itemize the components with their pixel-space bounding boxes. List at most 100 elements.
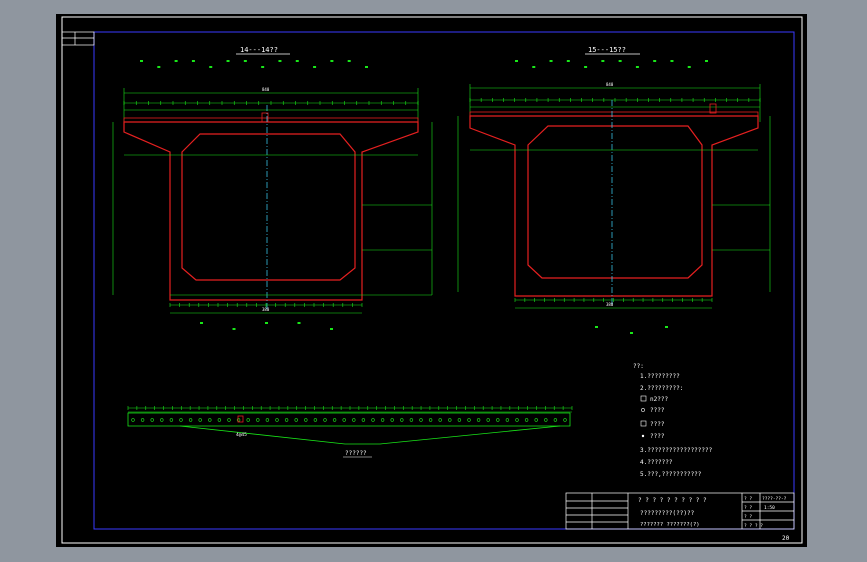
note-symbol-box: [640, 395, 647, 402]
date-label: ? ?: [744, 514, 752, 520]
tendon-hole: [553, 418, 558, 422]
tendon-hole: [188, 418, 193, 422]
left-dots-row-1: [140, 60, 368, 68]
tendon-hole: [400, 418, 404, 422]
note-line-1: 1.?????????: [640, 373, 680, 380]
tendon-hole: [390, 418, 394, 422]
tendon-hole: [524, 418, 529, 422]
right-girder-outline: [469, 115, 759, 297]
right-section-group: 15---15?? 840 380: [457, 46, 771, 334]
drawing-no-value: ????-??-?: [762, 496, 787, 502]
left-top-ticks: [123, 101, 419, 105]
plan-tendon-holes: [131, 418, 567, 422]
sheet-number: 20: [782, 535, 790, 542]
dimension-marker: [330, 60, 334, 62]
tendon-hole: [486, 418, 490, 422]
plan-ticks: [127, 406, 573, 410]
tendon-hole: [515, 418, 519, 422]
left-dots-row-2: [200, 322, 333, 330]
dimension-marker: [515, 60, 518, 62]
tendon-hole: [236, 418, 241, 422]
scale-label: ? ?: [744, 505, 752, 511]
dimension-marker: [670, 60, 674, 62]
dimension-marker: [226, 60, 230, 62]
dimension-marker: [705, 60, 708, 62]
inner-border: [93, 31, 795, 530]
tendon-hole: [563, 418, 567, 422]
left-girder-outline: [123, 121, 419, 301]
dimension-marker: [665, 326, 668, 328]
tendon-hole: [419, 418, 423, 422]
dimension-marker: [174, 60, 178, 62]
dimension-marker: [347, 60, 351, 62]
dimension-marker: [630, 332, 633, 334]
outer-frame: [61, 16, 803, 544]
tendon-hole: [380, 418, 385, 422]
tendon-hole: [544, 418, 548, 422]
tendon-hole: [150, 418, 154, 422]
dimension-marker: [232, 328, 236, 330]
tendon-hole: [371, 418, 375, 422]
tendon-hole: [332, 418, 337, 422]
dimension-marker: [601, 60, 605, 62]
note-line-7: 3.??????????????????: [640, 447, 713, 454]
note-line-5: ????: [650, 421, 665, 428]
right-bottom-width: 380: [606, 302, 614, 307]
dimension-marker: [157, 66, 161, 68]
tendon-hole: [169, 418, 174, 422]
right-overall-width: 840: [606, 82, 614, 87]
tendon-hole: [448, 418, 452, 422]
corner-tag: [61, 31, 95, 46]
left-deck-top: [123, 117, 419, 123]
tendon-hole: [467, 418, 471, 422]
plan-red-mark: [237, 415, 244, 423]
notes-heading: ??:: [633, 363, 644, 370]
tendon-hole: [140, 418, 145, 422]
drawing-sheet: [56, 14, 807, 547]
plan-outline: [127, 412, 571, 427]
tendon-hole: [438, 418, 442, 422]
tendon-hole: [131, 418, 135, 422]
plan-view-group: 4@45 ??????: [127, 406, 573, 458]
tendon-hole: [496, 418, 500, 422]
dimension-marker: [297, 322, 301, 324]
tendon-hole: [179, 418, 183, 422]
tendon-hole: [256, 418, 260, 422]
dimension-marker: [365, 66, 368, 68]
right-deck-top: [469, 111, 759, 117]
dimension-marker: [618, 60, 622, 62]
dimension-marker: [549, 60, 553, 62]
tendon-hole: [476, 418, 481, 422]
tendon-hole: [208, 418, 212, 422]
tendon-hole: [534, 418, 538, 422]
tendon-hole: [304, 418, 308, 422]
note-line-4: ????: [650, 407, 665, 414]
tendon-hole: [457, 418, 462, 422]
tendon-hole: [361, 418, 366, 422]
scale-value: 1:50: [764, 505, 775, 511]
note-line-3: n2???: [650, 396, 668, 403]
dimension-marker: [532, 66, 536, 68]
tendon-hole: [352, 418, 356, 422]
tendon-hole: [198, 418, 202, 422]
dimension-marker: [566, 60, 570, 62]
dimension-marker: [330, 328, 333, 330]
plan-haunch: [179, 425, 561, 445]
right-girder-inner: [527, 125, 703, 279]
tendon-hole: [227, 418, 231, 422]
title-block: ? ? ? ? ? ? ? ? ? ? ?????????(??)?? ????…: [565, 492, 795, 530]
left-girder-inner: [181, 133, 356, 281]
dimension-marker: [261, 66, 265, 68]
right-dots-row-2: [595, 326, 668, 334]
left-bottom-ticks: [169, 303, 363, 307]
right-section-title: 15---15??: [588, 46, 626, 54]
sheet-label: ? ? ? ?: [744, 523, 763, 529]
left-section-title: 14---14??: [240, 46, 278, 54]
tendon-hole: [409, 418, 414, 422]
note-symbol-circle: [641, 408, 645, 412]
tendon-hole: [294, 418, 298, 422]
note-line-2: 2.?????????:: [640, 385, 683, 392]
title-subname: ??????? ???????(?): [640, 522, 700, 528]
right-diaphragm-mark: [709, 103, 717, 114]
